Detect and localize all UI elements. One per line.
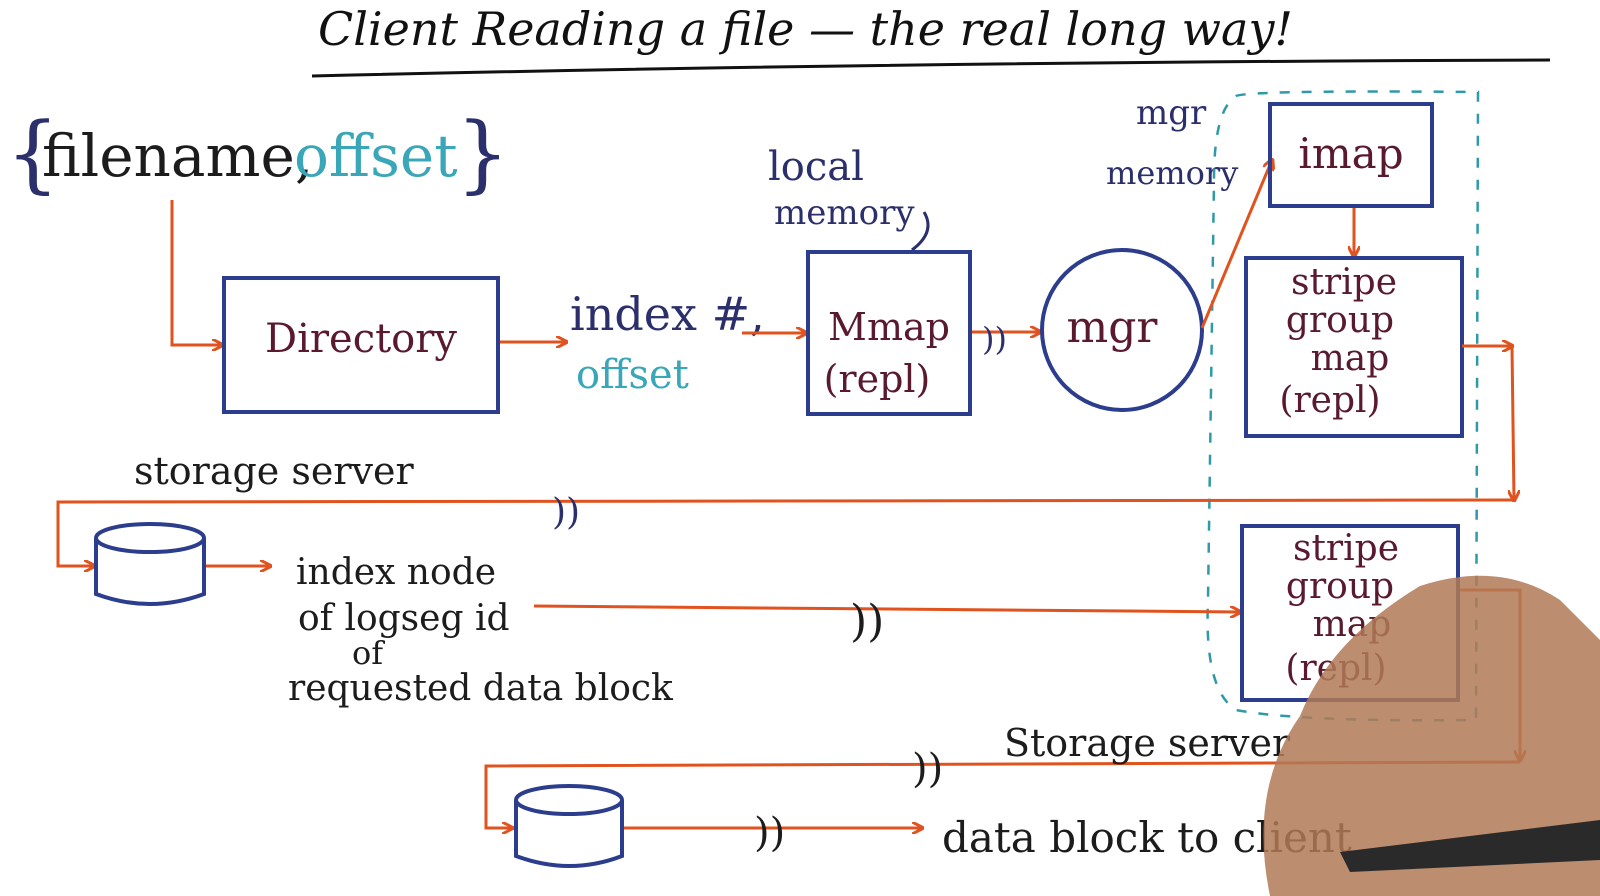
storage-server-disk-1 <box>94 538 206 606</box>
open-brace: { <box>6 104 59 202</box>
mgr-node <box>1040 248 1204 412</box>
arrow-filename-to-directory <box>170 200 222 345</box>
local-memory-label-line1: local <box>768 144 864 190</box>
index-node-line3: of <box>352 634 385 672</box>
mgr-memory-label-line2: memory <box>1106 154 1238 192</box>
mgr-memory-region <box>1206 90 1480 722</box>
index-node-line1: index node <box>296 552 496 593</box>
mmap-label-line2: (repl) <box>824 357 931 401</box>
network-mark-2: )) <box>552 492 580 533</box>
imap-box <box>1268 102 1434 208</box>
storage-server-label-2: Storage server <box>1004 721 1291 765</box>
arrow-index-node-to-sgm-bottom <box>533 604 1240 612</box>
storage-server-disk-1-top <box>94 522 206 554</box>
pen <box>1340 820 1600 872</box>
mgr-label: mgr <box>1067 302 1159 353</box>
storage-server-disk-2-top <box>514 784 624 816</box>
index-number-label: index #, <box>570 287 765 341</box>
sgm-top-line4: (repl) <box>1279 380 1380 421</box>
sgm-bottom-line2: group <box>1286 566 1394 607</box>
arrow-to-storage-server-1 <box>56 498 1515 566</box>
network-mark-3: )) <box>850 596 884 647</box>
index-node-line4: requested data block <box>288 668 674 709</box>
network-mark-5: )) <box>754 810 785 856</box>
network-mark-1: )) <box>982 320 1007 358</box>
mgr-memory-label-line1: mgr <box>1136 93 1207 133</box>
offset-input-label: offset <box>294 122 458 190</box>
arrow-mgr-to-imap <box>1200 160 1272 329</box>
sgm-top-line1: stripe <box>1291 262 1397 303</box>
diagram-title: Client Reading a file — the real long wa… <box>318 2 1293 56</box>
imap-label: imap <box>1298 129 1403 178</box>
storage-server-disk-2 <box>514 800 624 868</box>
arrow-to-storage-server-2 <box>484 760 1521 828</box>
directory-box <box>222 276 500 414</box>
local-memory-pointer <box>911 211 930 252</box>
network-mark-4: )) <box>912 746 943 792</box>
offset-label: offset <box>576 352 689 398</box>
sgm-top-line2: group <box>1286 300 1394 341</box>
presenter-hand <box>1263 575 1600 896</box>
filename-label: filename, <box>42 122 313 190</box>
sgm-top-line3: map <box>1311 338 1390 379</box>
mmap-box <box>806 250 972 416</box>
local-memory-label-line2: memory <box>774 193 915 233</box>
mmap-label-line1: Mmap <box>828 305 950 349</box>
storage-server-label-1: storage server <box>134 449 414 493</box>
arrow-sgm-down <box>1512 345 1514 500</box>
close-brace: } <box>456 104 509 202</box>
directory-label: Directory <box>265 316 457 362</box>
title-underline <box>311 58 1551 78</box>
index-node-line2: of logseg id <box>298 598 510 639</box>
sgm-bottom-line1: stripe <box>1293 528 1399 569</box>
